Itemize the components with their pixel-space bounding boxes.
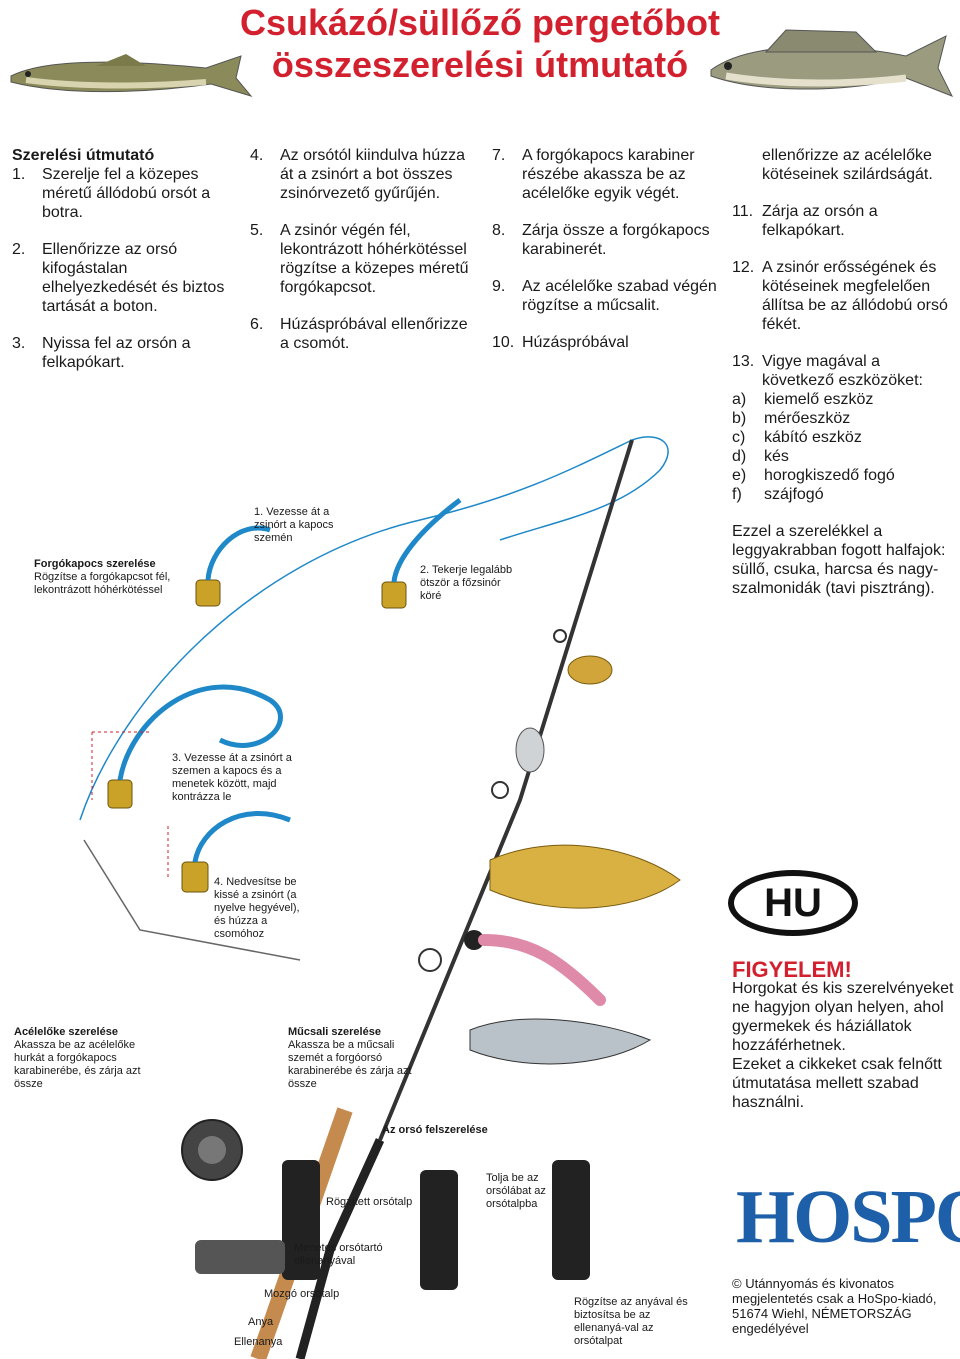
hospo-logo: HOSPO — [736, 1175, 960, 1259]
zander-illustration — [710, 29, 954, 97]
knot-step-2-caption: 2. Tekerje legalább ötször a főzsinór kö… — [420, 564, 513, 602]
warning-title: FIGYELEM! — [732, 957, 852, 982]
knot-step-1-caption: 1. Vezesse át a zsinórt a kapocs szemén — [254, 506, 334, 544]
step-10-continued: ellenőrizze az acélelőke kötéseinek szil… — [762, 147, 933, 183]
leader-caption: Acélelőke szerelése Akassza be az acélel… — [14, 1026, 141, 1090]
step-1: 1.Szerelje fel a közepes méretű állódobú… — [12, 166, 211, 221]
page-title: Csukázó/süllőző pergetőbot összeszerelés… — [0, 2, 960, 86]
tool-item: d)kés — [732, 448, 789, 465]
threaded-nut-caption: Menetes orsótartó ellenanyával — [294, 1242, 383, 1267]
steps-column-1: Szerelési útmutató 1.Szerelje fel a köze… — [12, 146, 244, 390]
tool-item: e)horogkiszedő fogó — [732, 467, 895, 484]
guide-heading: Szerelési útmutató — [12, 147, 155, 164]
knot-step-4-caption: 4. Nedvesítse be kissé a zsinórt (a nyel… — [214, 876, 300, 940]
warning-text-1: Horgokat és kis szerelvényeket ne hagyjo… — [732, 980, 954, 1054]
lure-caption: Műcsali szerelése Akassza be a műcsali s… — [288, 1026, 412, 1090]
step-9: 9.Az acélelőke szabad végén rögzítse a m… — [492, 278, 717, 314]
step-6: 6.Húzáspróbával ellenőrizze a csomót. — [250, 316, 468, 352]
step-13: 13.Vigye magával a következő eszközöket: — [732, 353, 923, 389]
steps-column-3: 7.A forgókapocs karabiner részébe akassz… — [492, 146, 720, 370]
tool-item: c)kábító eszköz — [732, 429, 862, 446]
knot-step-3-caption: 3. Vezesse át a zsinórt a szemen a kapoc… — [172, 752, 292, 803]
secure-nut-caption: Rögzítse az anyával és biztosítsa be az … — [574, 1296, 688, 1347]
push-foot-caption: Tolja be az orsólábat az orsótalpba — [486, 1172, 546, 1210]
moving-seat-caption: Mozgó orsótalp — [264, 1288, 340, 1300]
step-4: 4.Az orsótól kiindulva húzza át a zsinór… — [250, 147, 465, 202]
hu-country-badge: HU — [728, 870, 858, 936]
tool-item: b)mérőeszköz — [732, 410, 851, 427]
step-5: 5.A zsinór végén fél, lekontrázott hóhér… — [250, 222, 469, 296]
step-12: 12.A zsinór erősségének és kötéseinek me… — [732, 259, 948, 333]
pike-illustration — [10, 54, 253, 97]
title-line-1: Csukázó/süllőző pergetőbot — [239, 2, 721, 43]
tools-list: a)kiemelő eszköz b)mérőeszköz c)kábító e… — [732, 390, 956, 504]
warning-box: FIGYELEM! Horgokat és kis szerelvényeket… — [732, 957, 956, 1112]
step-3: 3.Nyissa fel az orsón a felkapókart. — [12, 335, 191, 371]
fixed-seat-caption: Rögzített orsótalp — [326, 1196, 413, 1208]
steps-column-4: ellenőrizze az acélelőke kötéseinek szil… — [732, 146, 956, 598]
warning-text-2: Ezeket a cikkeket csak felnőtt útmutatás… — [732, 1056, 942, 1111]
title-line-2: összeszerelési útmutató — [271, 44, 689, 85]
usage-text: Ezzel a szerelékkel a leggyakrabban fogo… — [732, 523, 946, 597]
step-2: 2.Ellenőrizze az orsó kifogástalan elhel… — [12, 241, 225, 315]
tool-item: a)kiemelő eszköz — [732, 391, 874, 408]
reel-setup-caption: Az orsó felszerelése — [382, 1124, 488, 1136]
step-11: 11.Zárja az orsón a felkapókart. — [732, 203, 878, 239]
nut-caption: Anya — [248, 1316, 274, 1328]
swivel-caption: Forgókapocs szerelése Rögzítse a forgóka… — [34, 558, 171, 596]
tool-item: f)szájfogó — [732, 486, 824, 503]
steps-column-2: 4.Az orsótól kiindulva húzza át a zsinór… — [250, 146, 476, 371]
counter-nut-caption: Ellenanya — [234, 1336, 283, 1348]
step-7: 7.A forgókapocs karabiner részébe akassz… — [492, 147, 695, 202]
step-10: 10.Húzáspróbával — [492, 334, 629, 351]
copyright-notice: © Utánnyomás és kivonatos megjelentetés … — [732, 1276, 937, 1336]
step-8: 8.Zárja össze a forgókapocs karabinerét. — [492, 222, 710, 258]
